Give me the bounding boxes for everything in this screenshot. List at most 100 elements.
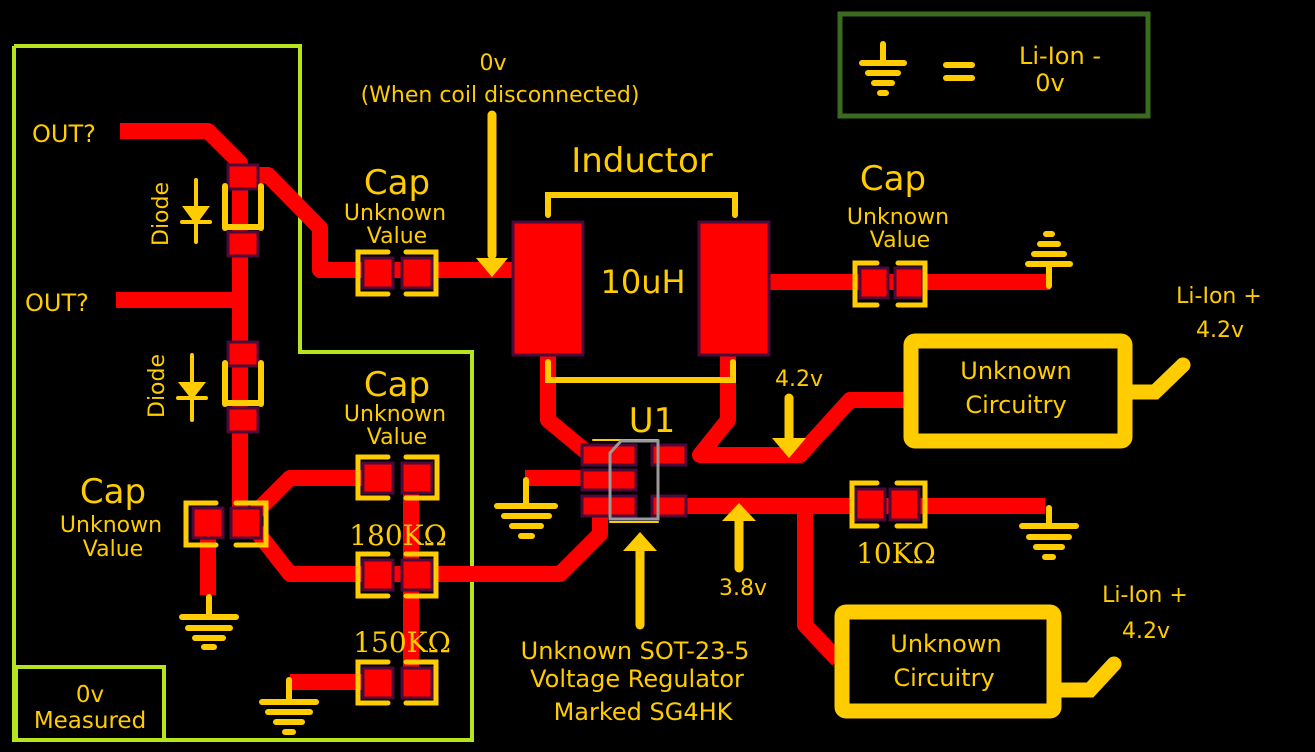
diode2-pad-b — [226, 406, 260, 434]
trace-to-circuitry2 — [797, 506, 844, 666]
cap1-line2: Value — [367, 224, 427, 249]
r180-label: 180KΩ — [349, 519, 447, 552]
diode-1: Diode — [149, 163, 264, 258]
resistor-10k: 10KΩ — [849, 480, 936, 570]
regulator-arrow-icon — [623, 532, 657, 630]
resistor-180k: 180KΩ — [349, 519, 447, 599]
inductor-pad-a — [511, 220, 585, 357]
cap1-pad-a — [361, 256, 395, 290]
u1-pin-4 — [650, 494, 688, 518]
cap3-title: Cap — [80, 472, 146, 512]
legend-ground-icon — [859, 41, 907, 96]
diode2-label: Diode — [145, 354, 170, 418]
diode1-label: Diode — [149, 182, 174, 246]
u1-body-outline — [608, 439, 660, 521]
regulator-line3: Marked SG4HK — [554, 698, 734, 726]
legend-equals-icon — [943, 62, 975, 81]
u1-pin-5 — [650, 443, 688, 467]
cap2-pad-b — [893, 266, 925, 300]
inductor-value: 10uH — [600, 263, 685, 301]
out2-label: OUT? — [25, 289, 89, 317]
r10-pad-b — [888, 487, 921, 522]
r150-label: 150KΩ — [353, 626, 451, 659]
resistor-150k: 150KΩ — [353, 626, 451, 706]
legend-box — [837, 11, 1151, 119]
circuitry1-line2: Circuitry — [965, 391, 1066, 419]
cap2-title: Cap — [860, 159, 926, 199]
cap2-pad-a — [858, 266, 890, 300]
trace-divider — [241, 505, 608, 582]
unknown-circuitry-1: Unknown Circuitry Li-Ion + 4.2v — [903, 284, 1262, 449]
cap-1: Cap Unknown Value — [344, 163, 446, 297]
cap4-title: Cap — [364, 365, 430, 405]
ground-icon-u1 — [494, 477, 558, 539]
r10-pad-a — [854, 487, 887, 522]
legend: Li-Ion - 0v — [837, 11, 1151, 119]
r180-pad-a — [361, 558, 395, 592]
measured-region: 0v Measured — [12, 44, 474, 742]
u1-regulator: U1 — [580, 401, 688, 523]
circuitry2-supply-line2: 4.2v — [1122, 619, 1170, 644]
regulator-line2: Voltage Regulator — [530, 665, 744, 693]
cap-3: Cap Unknown Value — [60, 472, 269, 562]
circuitry2-box — [834, 604, 1062, 719]
diode2-pad-a — [226, 340, 260, 368]
inductor-title: Inductor — [571, 141, 713, 181]
r10-label: 10KΩ — [856, 537, 936, 570]
v42-arrow-icon — [772, 393, 806, 458]
v38-label: 3.8v — [719, 576, 767, 601]
circuitry1-line1: Unknown — [960, 357, 1071, 385]
circuitry1-supply-line2: 4.2v — [1196, 318, 1244, 343]
cap1-line1: Unknown — [344, 201, 446, 226]
cap2-line2: Value — [870, 228, 930, 253]
trace-cap-to-cap2 — [242, 470, 378, 526]
diode1-pad-b — [226, 230, 260, 258]
cap2-line1: Unknown — [847, 205, 949, 230]
v42-label: 4.2v — [775, 367, 823, 392]
coil-note-line2: (When coil disconnected) — [361, 83, 640, 108]
regulator-line1: Unknown SOT-23-5 — [521, 637, 750, 665]
cap1-title: Cap — [364, 163, 430, 203]
coil-note-line1: 0v — [479, 51, 506, 76]
cap3-pad-a — [191, 506, 225, 540]
cap-4: Cap Unknown Value — [344, 365, 446, 501]
cap4-line1: Unknown — [344, 402, 446, 427]
diode1-symbol-icon — [180, 178, 212, 244]
circuitry2-supply-line1: Li-Ion + — [1102, 583, 1188, 608]
cap4-pad-b — [400, 461, 434, 495]
trace-out1 — [120, 123, 248, 250]
cap1-pad-b — [400, 256, 434, 290]
cap3-line1: Unknown — [60, 513, 162, 538]
ground-icon-cap3 — [179, 594, 239, 650]
legend-line1: Li-Ion - — [1019, 42, 1101, 70]
circuitry2-line1: Unknown — [890, 630, 1001, 658]
cap3-pad-b — [229, 506, 263, 540]
cap4-line2: Value — [367, 425, 427, 450]
inductor: Inductor 10uH — [511, 141, 771, 383]
trace-vout — [692, 355, 905, 463]
ground-icon-r10 — [1019, 505, 1079, 560]
cap-2: Cap Unknown Value — [847, 159, 949, 308]
ground-icon-cap2 — [1025, 231, 1073, 289]
diode1-pad-a — [226, 163, 260, 191]
diode-2: Diode — [145, 340, 264, 434]
measured-label-box — [14, 665, 166, 742]
circuitry2-line2: Circuitry — [893, 664, 994, 692]
unknown-circuitry-2: Unknown Circuitry Li-Ion + 4.2v — [834, 583, 1188, 719]
circuitry1-supply-line1: Li-Ion + — [1176, 284, 1262, 309]
diode2-symbol-icon — [176, 353, 208, 422]
r180-pad-b — [400, 558, 434, 592]
coil-note-arrow-icon — [476, 110, 508, 277]
inductor-pad-b — [697, 220, 771, 357]
v38-arrow-icon — [722, 503, 756, 573]
measured-label-line1: 0v — [76, 682, 104, 708]
ground-icon-r150 — [259, 677, 319, 735]
r150-pad-b — [400, 666, 434, 700]
measured-label-line2: Measured — [34, 708, 146, 734]
u1-label: U1 — [629, 401, 676, 441]
cap4-pad-a — [361, 461, 395, 495]
legend-line2: 0v — [1035, 69, 1064, 97]
r150-pad-a — [361, 666, 395, 700]
out1-label: OUT? — [32, 120, 96, 148]
